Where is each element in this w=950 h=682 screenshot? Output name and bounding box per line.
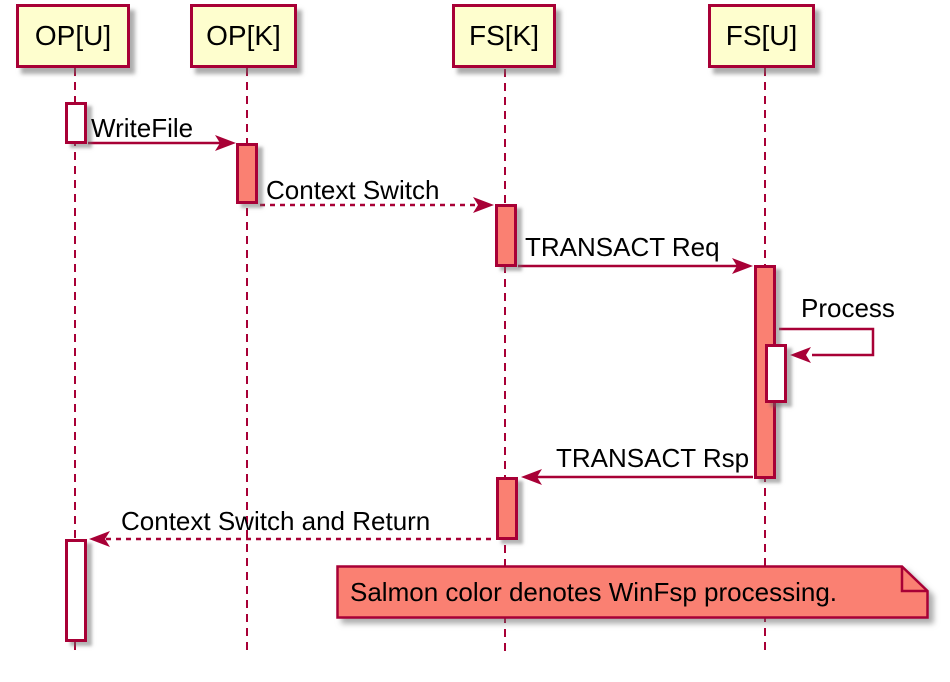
message-label-writefile: WriteFile <box>91 113 194 143</box>
message-label-context-switch: Context Switch <box>266 175 440 205</box>
lifeline-op-u <box>74 68 76 654</box>
activation-fs-k-response <box>496 477 518 540</box>
note-text: Salmon color denotes WinFsp processing. <box>350 576 838 607</box>
arrowhead-context-switch-return <box>89 531 110 547</box>
participant-fs-u: FS[U] <box>708 4 815 68</box>
activation-op-u-writefile <box>65 102 87 144</box>
participant-label: FS[K] <box>468 20 539 51</box>
message-label-transact-req: TRANSACT Req <box>525 232 720 262</box>
arrowhead-writefile <box>215 135 236 151</box>
message-label-transact-rsp: TRANSACT Rsp <box>556 443 750 473</box>
arrowhead-transact-req <box>732 258 753 274</box>
arrowhead-context-switch <box>473 197 494 213</box>
lifeline-fs-k <box>504 69 506 654</box>
message-label-process: Process <box>801 293 895 323</box>
arrowhead-process <box>790 347 811 363</box>
arrow-process-self <box>779 327 875 357</box>
activation-fs-k-request <box>495 204 517 267</box>
participant-op-k: OP[K] <box>190 4 297 68</box>
lifeline-op-k <box>246 68 248 654</box>
note-salmon-legend: Salmon color denotes WinFsp processing. <box>336 565 929 619</box>
participant-label: FS[U] <box>725 20 798 51</box>
activation-op-k <box>236 143 258 204</box>
participant-op-u: OP[U] <box>16 4 130 68</box>
activation-fs-u-process <box>765 344 787 403</box>
participant-label: OP[K] <box>206 20 281 51</box>
message-label-context-switch-return: Context Switch and Return <box>121 506 431 536</box>
note-fold-corner <box>900 566 928 593</box>
participant-label: OP[U] <box>34 20 112 51</box>
participant-fs-k: FS[K] <box>452 4 556 68</box>
arrowhead-transact-rsp <box>521 469 542 485</box>
note-shape <box>336 565 929 619</box>
activation-op-u-return <box>65 539 87 642</box>
